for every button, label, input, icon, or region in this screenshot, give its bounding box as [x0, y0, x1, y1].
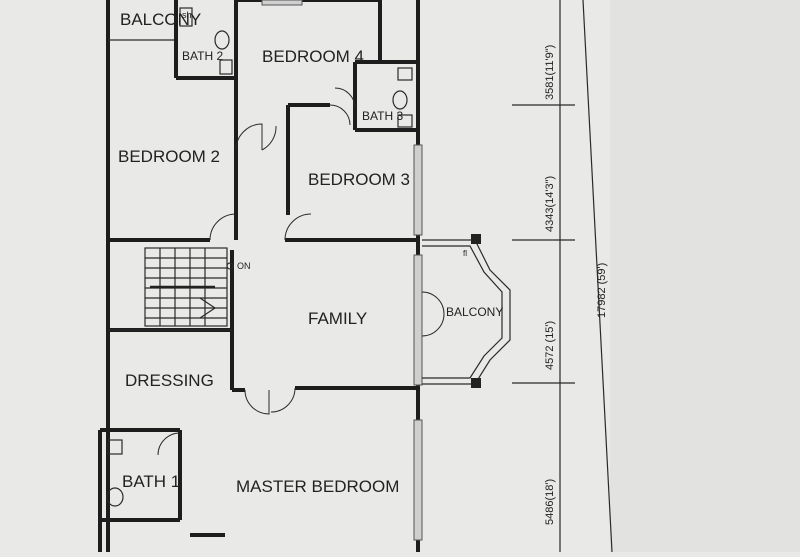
shower-annotation: sh — [182, 10, 192, 20]
floor-level-annotation: fl — [463, 249, 467, 258]
staircase — [144, 247, 228, 327]
room-label-bath2: BATH 2 — [182, 49, 223, 63]
bath-fixtures — [106, 7, 413, 507]
dimension-label-1: 3581(11'9") — [544, 45, 556, 100]
paper-shadow — [610, 0, 800, 552]
dimension-label-2: 4343(14'3") — [544, 176, 556, 232]
dimension-label-total: 17982 (59') — [596, 263, 608, 318]
room-label-bedroom2: BEDROOM 2 — [118, 147, 220, 166]
room-label-dressing: DRESSING — [125, 371, 214, 390]
room-label-bath1: BATH 1 — [122, 472, 180, 491]
balcony-post — [471, 378, 481, 388]
switch-annotation: ON — [237, 261, 251, 271]
room-label-family: FAMILY — [308, 309, 367, 328]
switch-icon — [226, 262, 234, 270]
room-label-bedroom4: BEDROOM 4 — [262, 47, 364, 66]
dimension-lines — [512, 0, 613, 553]
room-label-balcony-top: BALCONY — [120, 10, 201, 29]
room-label-bedroom3: BEDROOM 3 — [308, 170, 410, 189]
room-label-master-bedroom: MASTER BEDROOM — [236, 477, 399, 496]
dimension-label-3: 4572 (15') — [544, 321, 556, 370]
dimension-label-4: 5486(18') — [544, 479, 556, 525]
right-balcony-outline — [422, 234, 511, 388]
windows — [261, 0, 423, 541]
room-label-balcony-right: BALCONY — [446, 305, 503, 319]
balcony-post — [471, 234, 481, 244]
doors — [157, 87, 445, 456]
room-label-bath3: BATH 3 — [362, 109, 403, 123]
